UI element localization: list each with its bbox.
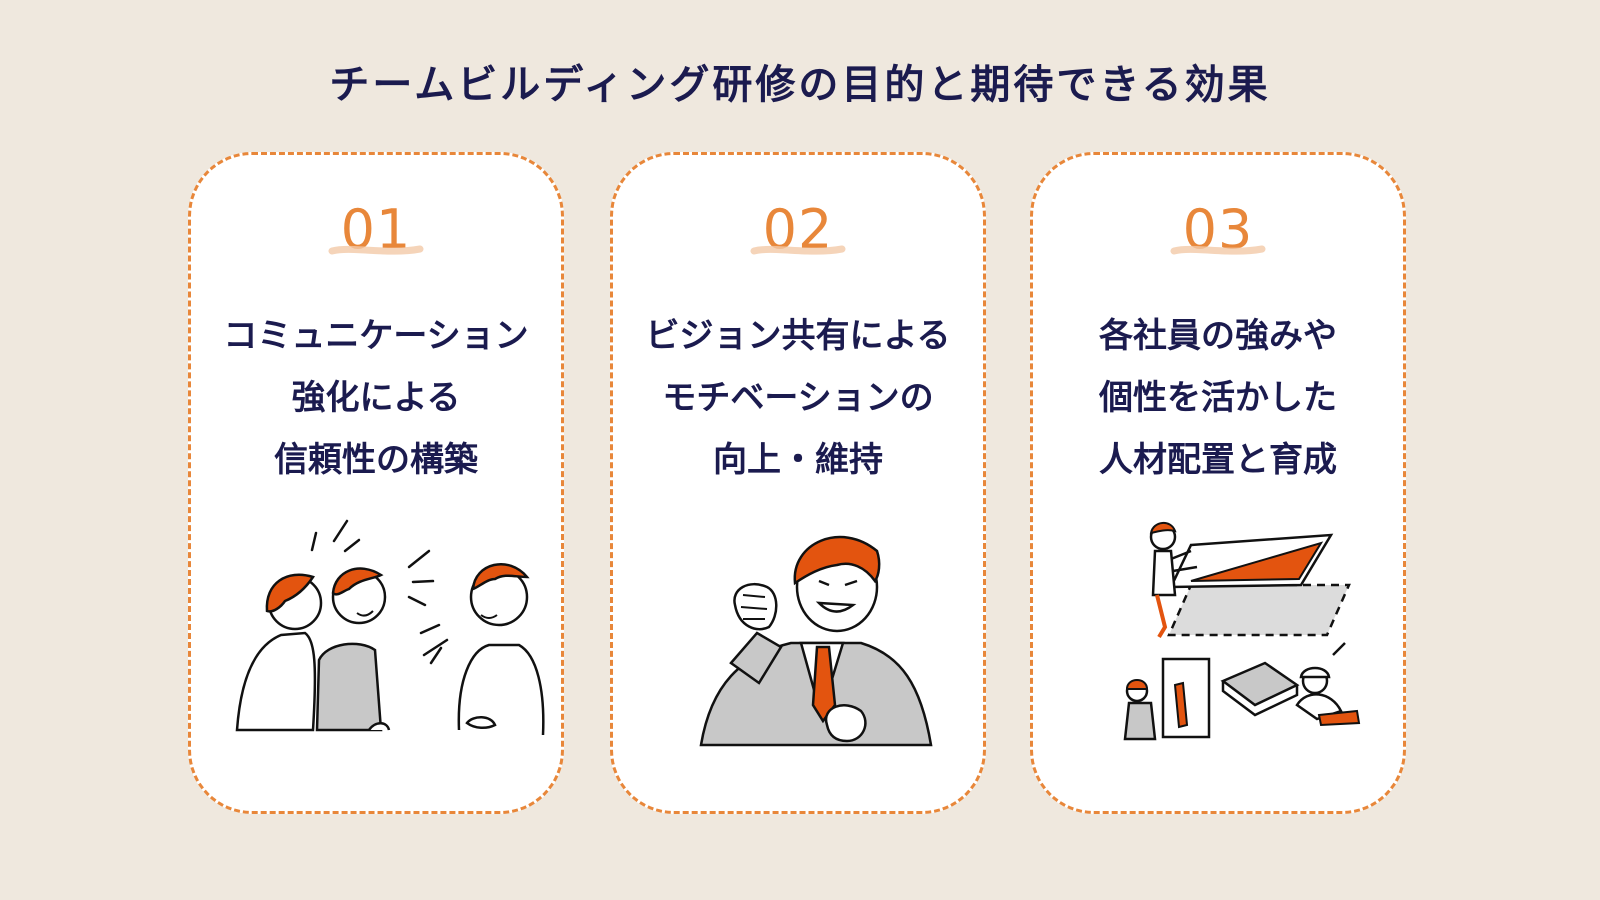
card-line: 各社員の強みや (1099, 316, 1337, 356)
card-line: コミュニケーション (223, 316, 529, 356)
businessman-illustration (699, 535, 933, 747)
card-line: 強化による (291, 378, 461, 418)
teamwork-puzzle-illustration (1123, 522, 1361, 741)
card-text: 各社員の強みや 個性を活かした 人材配置と育成 (1033, 305, 1403, 491)
card-1: 01 コミュニケーション 強化による 信頼性の構築 (188, 152, 564, 814)
number-brush-underline (1170, 245, 1266, 255)
card-line: 人材配置と育成 (1099, 440, 1337, 480)
card-text: コミュニケーション 強化による 信頼性の構築 (191, 305, 561, 491)
card-line: 信頼性の構築 (274, 440, 478, 480)
card-3: 03 各社員の強みや 個性を活かした 人材配置と育成 (1030, 152, 1406, 814)
card-line: モチベーションの (662, 378, 934, 418)
card-2: 02 ビジョン共有による モチベーションの 向上・維持 (610, 152, 986, 814)
number-brush-underline (750, 245, 846, 255)
card-text: ビジョン共有による モチベーションの 向上・維持 (613, 305, 983, 491)
card-line: 個性を活かした (1099, 378, 1337, 418)
card-line: ビジョン共有による (645, 316, 951, 356)
people-talking-illustration (235, 519, 545, 736)
number-brush-underline (328, 245, 424, 255)
page-title: チームビルディング研修の目的と期待できる効果 (329, 62, 1271, 108)
card-line: 向上・維持 (713, 440, 883, 480)
